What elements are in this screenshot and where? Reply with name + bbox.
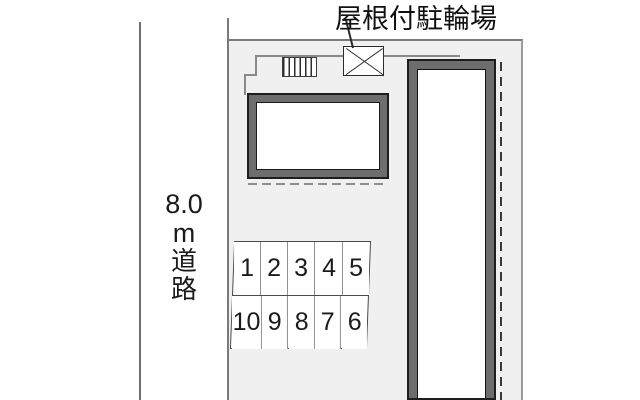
driveway-corridor bbox=[407, 59, 496, 400]
covered-bicycle-parking-label: 屋根付駐輪場 bbox=[335, 4, 497, 35]
step-outline-segment-vert-lower bbox=[244, 74, 246, 95]
road-label-char-2: 路 bbox=[170, 275, 197, 306]
parking-stall: 7 bbox=[314, 295, 342, 348]
parking-stall: 2 bbox=[261, 242, 289, 295]
building-interior bbox=[256, 102, 380, 170]
parking-stall: 9 bbox=[262, 295, 289, 348]
road-width-label: 8.0 m 道 路 bbox=[152, 189, 216, 306]
parking-stall-row-bottom: 10 9 8 7 6 bbox=[231, 295, 368, 348]
building-footprint bbox=[247, 93, 389, 179]
road-width-unit: m bbox=[172, 218, 196, 249]
parking-stall-row-top: 1 2 3 4 5 bbox=[232, 242, 371, 296]
covered-bicycle-parking-symbol bbox=[343, 46, 384, 76]
property-dashed-boundary bbox=[500, 62, 502, 400]
site-boundary-left-extension bbox=[227, 18, 229, 41]
step-outline-segment-vert-upper bbox=[255, 55, 257, 75]
parking-stall: 5 bbox=[342, 242, 370, 295]
building-front-dashed-line bbox=[248, 183, 388, 185]
road-label-char-1: 道 bbox=[170, 247, 197, 278]
parking-stall: 4 bbox=[315, 242, 343, 295]
step-outline-segment-notch bbox=[244, 74, 257, 76]
parking-stall: 10 bbox=[231, 295, 263, 348]
driveway-interior bbox=[417, 69, 486, 398]
road-boundary-line bbox=[139, 22, 141, 400]
parking-stall: 6 bbox=[341, 295, 367, 348]
parking-stall-grid: 1 2 3 4 5 10 9 8 7 6 bbox=[229, 241, 372, 349]
parking-stall: 8 bbox=[288, 295, 315, 348]
parking-stall: 3 bbox=[288, 242, 316, 295]
parking-stall: 1 bbox=[234, 242, 262, 295]
stairs-icon bbox=[282, 57, 317, 77]
road-width-value: 8.0 bbox=[165, 189, 203, 219]
